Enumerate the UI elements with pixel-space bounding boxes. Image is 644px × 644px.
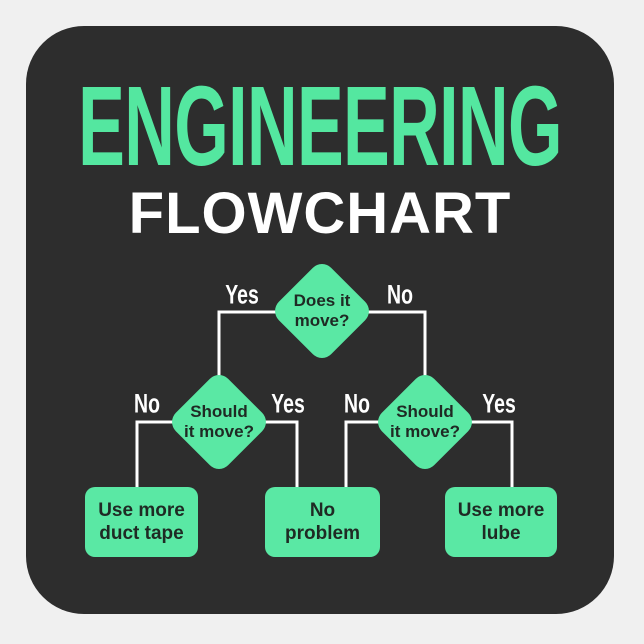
outcome-text-line: duct tape xyxy=(99,523,184,544)
branch-label-root-no: No xyxy=(387,279,413,310)
branch-label-left-no: No xyxy=(134,388,160,419)
title-engineering: ENGINEERING xyxy=(78,62,562,189)
decision-should-it-move-left: Should it move? xyxy=(164,369,274,475)
title-flowchart: FLOWCHART xyxy=(128,181,512,246)
decision-text-line: Does it xyxy=(293,290,351,310)
outcome-use-more-lube: Use more lube xyxy=(445,487,557,557)
branch-label-right-yes: Yes xyxy=(482,388,516,419)
outcome-text-line: No xyxy=(309,499,336,521)
decision-text-line: it move? xyxy=(184,422,254,441)
outcome-text-line: problem xyxy=(285,523,360,544)
outcome-no-problem: No problem xyxy=(265,487,380,557)
decision-should-it-move-right-text: Should it move? xyxy=(370,385,480,459)
branch-label-left-yes: Yes xyxy=(271,388,305,419)
decision-does-it-move: Does it move? xyxy=(267,258,377,364)
branch-label-right-no: No xyxy=(344,388,370,419)
outcome-use-more-duct-tape: Use more duct tape xyxy=(85,487,198,557)
branch-label-root-yes: Yes xyxy=(225,279,259,310)
decision-should-it-move-right: Should it move? xyxy=(370,369,480,475)
decision-text-line: Should xyxy=(190,401,248,421)
decision-text-line: Should xyxy=(396,401,454,421)
decision-text-line: it move? xyxy=(390,422,460,441)
decision-text-line: move? xyxy=(294,311,350,330)
decision-should-it-move-left-text: Should it move? xyxy=(164,385,274,459)
outcome-text-line: Use more xyxy=(457,499,545,521)
outcome-text-line: Use more xyxy=(98,499,185,521)
outcome-text-line: lube xyxy=(481,523,521,544)
decision-does-it-move-text: Does it move? xyxy=(267,274,377,348)
